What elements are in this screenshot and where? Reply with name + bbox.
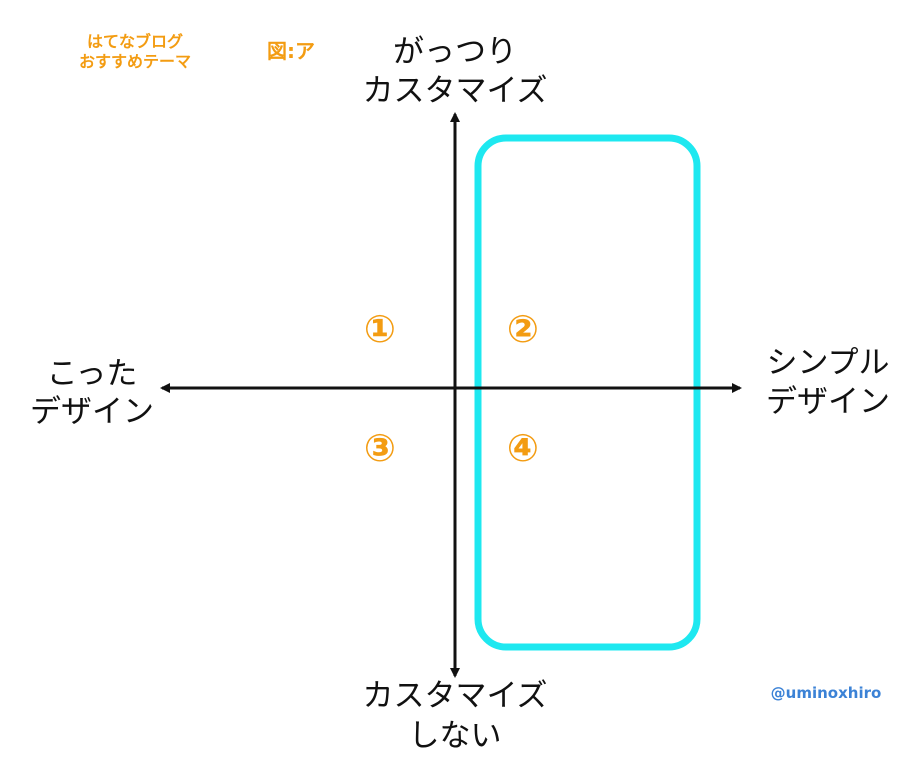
left-axis-label-line1: こった	[47, 356, 138, 392]
right-axis-label-line2: デザイン	[766, 384, 890, 420]
highlight-box	[474, 134, 701, 651]
quadrant-3-number: ③	[364, 426, 396, 470]
left-axis-label-line2: デザイン	[30, 394, 154, 430]
quadrant-1-number: ①	[364, 307, 396, 351]
quadrant-4-number: ④	[507, 426, 539, 470]
bottom-axis-label-line2: しない	[409, 718, 502, 754]
blog-title-line1: はてなブログ	[87, 32, 183, 51]
figure-label: 図:ア	[267, 39, 315, 63]
blog-title-line2: おすすめテーマ	[79, 52, 191, 71]
top-axis-label-line2: カスタマイズ	[362, 73, 547, 109]
quadrant-2-number: ②	[507, 307, 539, 351]
right-axis-label-line1: シンプル	[766, 345, 889, 381]
bottom-axis-label-line1: カスタマイズ	[362, 678, 547, 714]
top-axis-label-line1: がっつり	[393, 34, 517, 70]
author-credit: @uminoxhiro	[771, 684, 882, 702]
